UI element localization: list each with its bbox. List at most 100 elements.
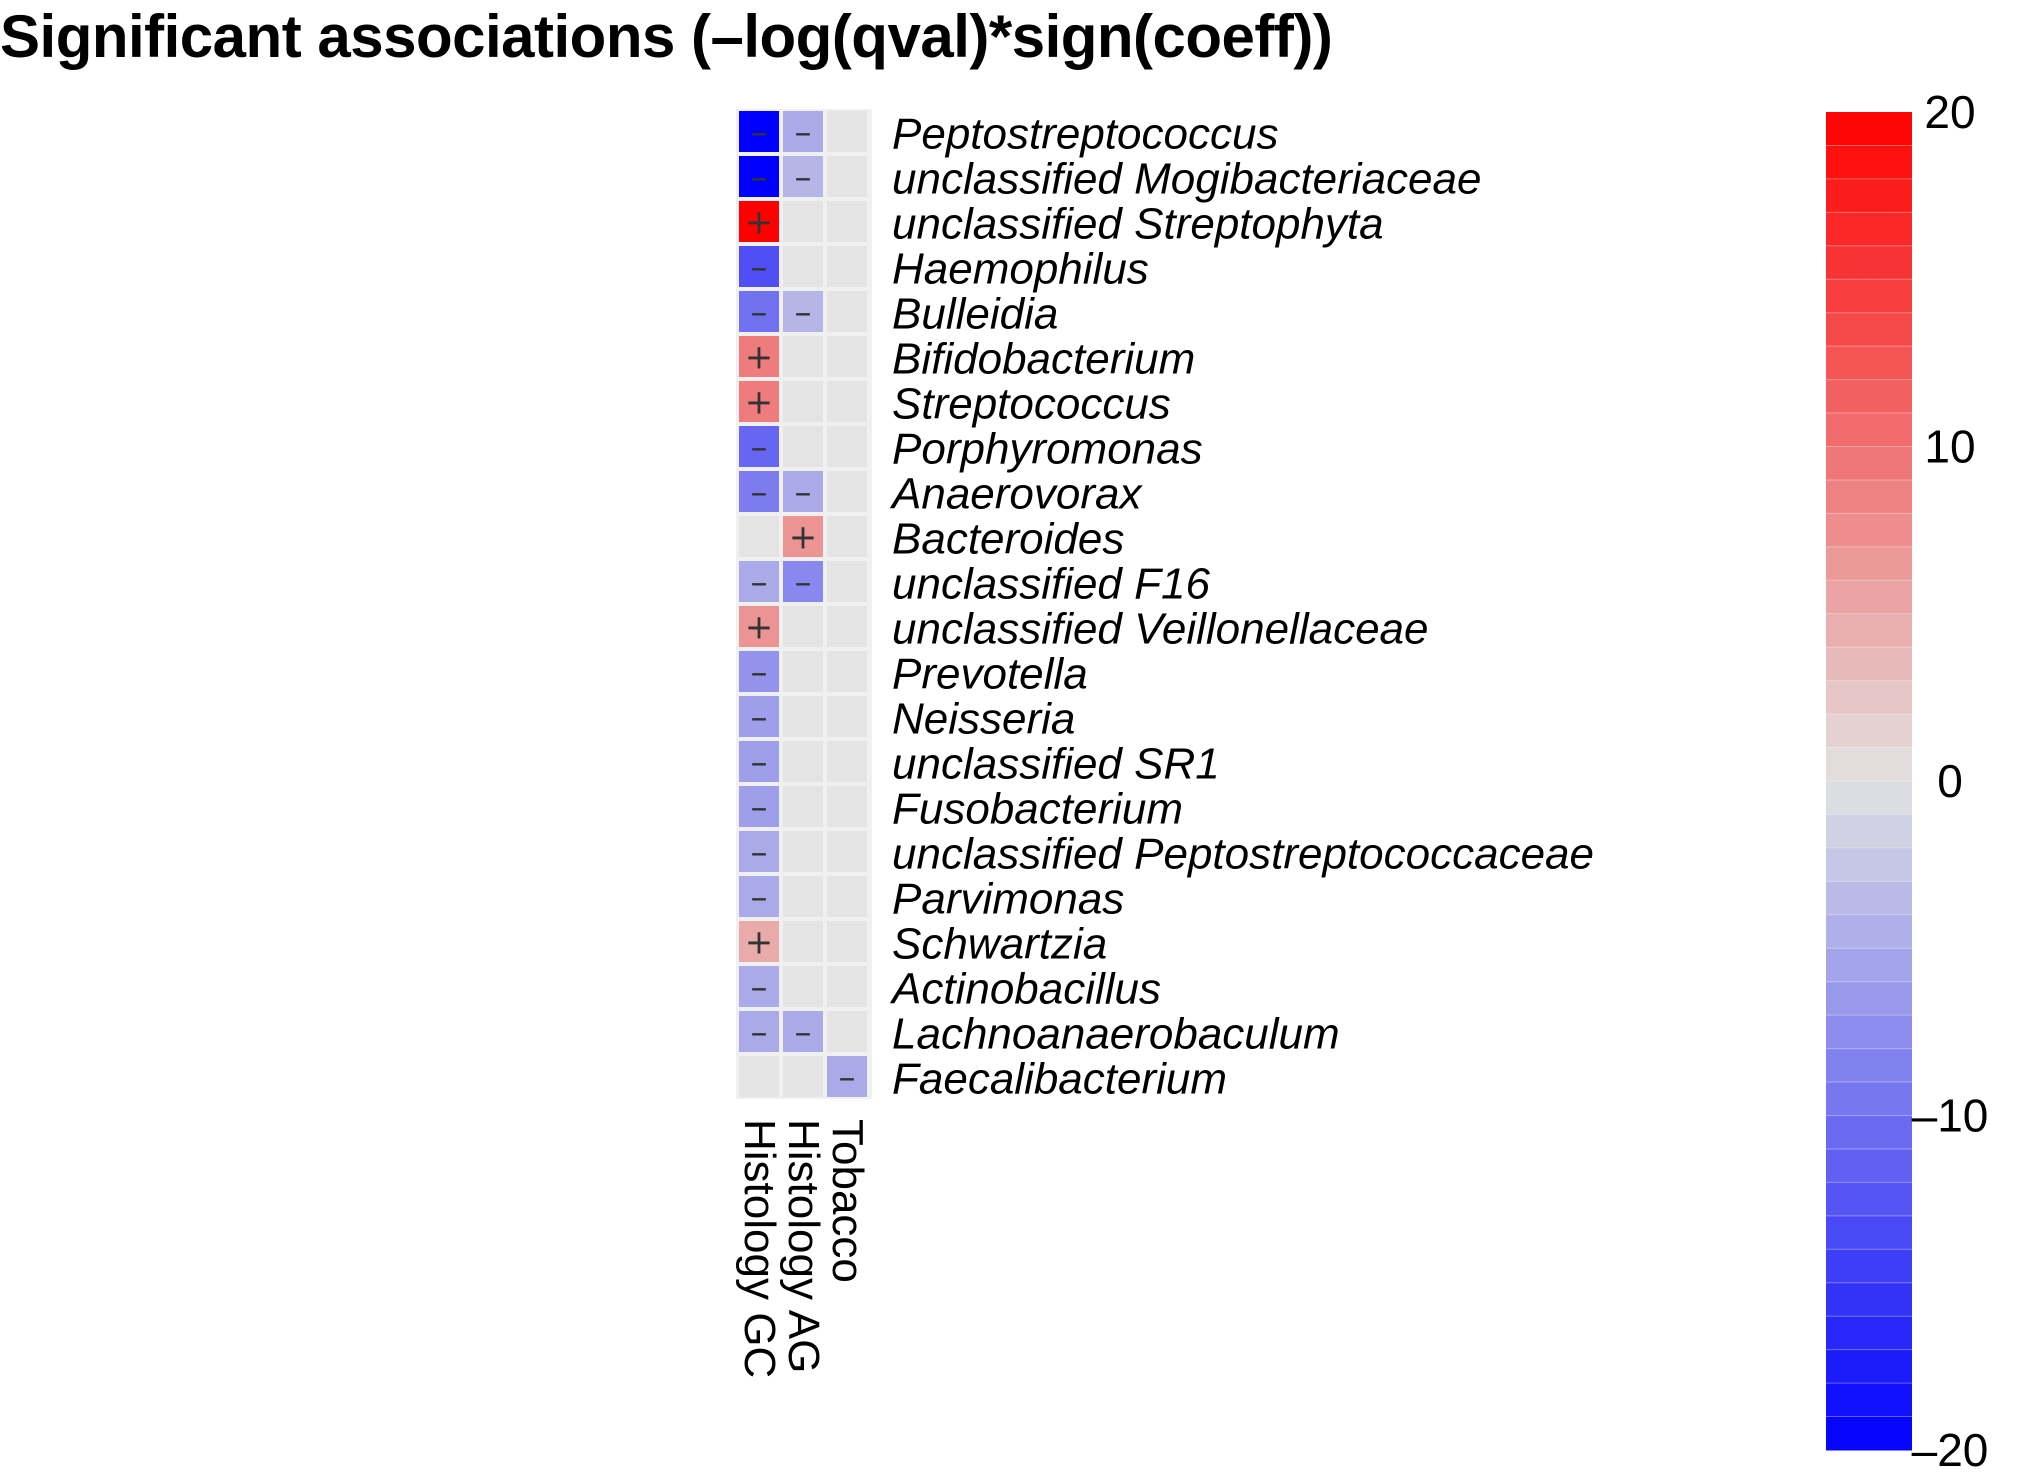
sign-mark: – bbox=[751, 788, 768, 828]
row-label: Streptococcus bbox=[892, 380, 1171, 429]
color-scale-band bbox=[1826, 613, 1912, 648]
color-scale-band bbox=[1826, 1416, 1912, 1451]
heatmap-cell bbox=[739, 606, 779, 647]
heatmap-cell bbox=[739, 156, 779, 197]
heatmap-cell bbox=[783, 381, 823, 422]
color-scale-band bbox=[1826, 714, 1912, 749]
color-scale-band bbox=[1826, 1048, 1912, 1083]
row-label: Fusobacterium bbox=[892, 785, 1183, 834]
row-label: Bifidobacterium bbox=[892, 335, 1195, 384]
heatmap-cell bbox=[827, 786, 867, 827]
heatmap-cell bbox=[827, 831, 867, 872]
color-scale-band bbox=[1826, 680, 1912, 715]
color-scale-band bbox=[1826, 1316, 1912, 1351]
color-scale-band bbox=[1826, 1115, 1912, 1150]
heatmap-cell bbox=[739, 111, 779, 152]
heatmap-cell bbox=[739, 426, 779, 467]
sign-mark: – bbox=[751, 248, 768, 288]
heatmap-cell bbox=[783, 1011, 823, 1052]
heatmap-cell bbox=[783, 786, 823, 827]
heatmap-cell bbox=[783, 921, 823, 962]
heatmap-cell bbox=[827, 516, 867, 557]
row-label: Neisseria bbox=[892, 695, 1075, 744]
heatmap-cell bbox=[783, 426, 823, 467]
heatmap-cell bbox=[827, 1011, 867, 1052]
color-scale-band bbox=[1826, 112, 1912, 146]
sign-mark: + bbox=[745, 383, 774, 423]
heatmap-cell bbox=[783, 516, 823, 557]
color-scale-band bbox=[1826, 546, 1912, 581]
sign-mark: – bbox=[751, 1013, 768, 1053]
sign-mark: + bbox=[789, 518, 818, 558]
sign-mark: – bbox=[751, 158, 768, 198]
sign-mark: – bbox=[751, 428, 768, 468]
heatmap-cell bbox=[739, 696, 779, 737]
color-scale-band bbox=[1826, 413, 1912, 447]
heatmap-cell bbox=[827, 651, 867, 692]
heatmap-cell bbox=[783, 246, 823, 287]
heatmap-cell bbox=[783, 741, 823, 782]
row-label: unclassified F16 bbox=[892, 560, 1210, 609]
sign-mark: – bbox=[751, 698, 768, 738]
color-scale-band bbox=[1826, 145, 1912, 180]
color-scale bbox=[1826, 112, 1912, 1451]
color-scale-band bbox=[1826, 881, 1912, 916]
heatmap-cell bbox=[827, 111, 867, 152]
heatmap-cell bbox=[783, 1056, 823, 1097]
heatmap-cell bbox=[827, 381, 867, 422]
sign-mark: – bbox=[751, 968, 768, 1008]
column-label: Histology GC bbox=[735, 1119, 784, 1378]
color-scale-band bbox=[1826, 1182, 1912, 1217]
row-label: Schwartzia bbox=[892, 920, 1107, 969]
color-scale-tick-label: –10 bbox=[1912, 1090, 1989, 1142]
heatmap-cell bbox=[739, 471, 779, 512]
row-label: Bulleidia bbox=[892, 290, 1058, 339]
sign-mark: – bbox=[795, 1013, 812, 1053]
row-label: Peptostreptococcus bbox=[892, 110, 1278, 159]
heatmap-cell bbox=[739, 1056, 779, 1097]
color-scale-band bbox=[1826, 1148, 1912, 1183]
chart-title: Significant associations (–log(qval)*sig… bbox=[0, 3, 1333, 70]
heatmap-cell bbox=[739, 651, 779, 692]
color-scale-band bbox=[1826, 279, 1912, 314]
sign-mark: – bbox=[795, 473, 812, 513]
sign-marks: ––––+–––++–––+––+––––––+–––– bbox=[745, 113, 856, 1098]
color-scale-band bbox=[1826, 781, 1912, 815]
heatmap-cell bbox=[783, 291, 823, 332]
row-label: Actinobacillus bbox=[889, 965, 1161, 1014]
heatmap-cell bbox=[739, 561, 779, 602]
heatmap-cell bbox=[827, 1056, 867, 1097]
sign-mark: – bbox=[751, 743, 768, 783]
color-scale-band bbox=[1826, 948, 1912, 983]
sign-mark: – bbox=[751, 563, 768, 603]
heatmap-cell bbox=[783, 561, 823, 602]
row-label: Parvimonas bbox=[892, 875, 1124, 924]
sign-mark: – bbox=[795, 113, 812, 153]
heatmap-cell bbox=[783, 201, 823, 242]
color-scale-band bbox=[1826, 446, 1912, 481]
sign-mark: + bbox=[745, 338, 774, 378]
heatmap-cell bbox=[827, 426, 867, 467]
heatmap-cell bbox=[739, 381, 779, 422]
color-scale-band bbox=[1826, 513, 1912, 548]
row-label: unclassified Streptophyta bbox=[892, 200, 1384, 249]
heatmap-cell bbox=[783, 471, 823, 512]
heatmap-cell bbox=[827, 696, 867, 737]
color-scale-band bbox=[1826, 245, 1912, 280]
color-scale-band bbox=[1826, 1383, 1912, 1418]
color-scale-tick-label: –20 bbox=[1912, 1424, 1989, 1474]
heatmap-cell bbox=[739, 741, 779, 782]
heatmap-cell bbox=[783, 111, 823, 152]
color-scale-band bbox=[1826, 1349, 1912, 1384]
heatmap-cell bbox=[827, 966, 867, 1007]
row-label: Porphyromonas bbox=[892, 425, 1203, 474]
heatmap-cell bbox=[827, 246, 867, 287]
color-scale-band bbox=[1826, 647, 1912, 682]
heatmap-cell bbox=[827, 471, 867, 512]
heatmap-cell bbox=[783, 831, 823, 872]
sign-mark: + bbox=[745, 923, 774, 963]
sign-mark: + bbox=[745, 608, 774, 648]
color-scale-band bbox=[1826, 346, 1912, 381]
